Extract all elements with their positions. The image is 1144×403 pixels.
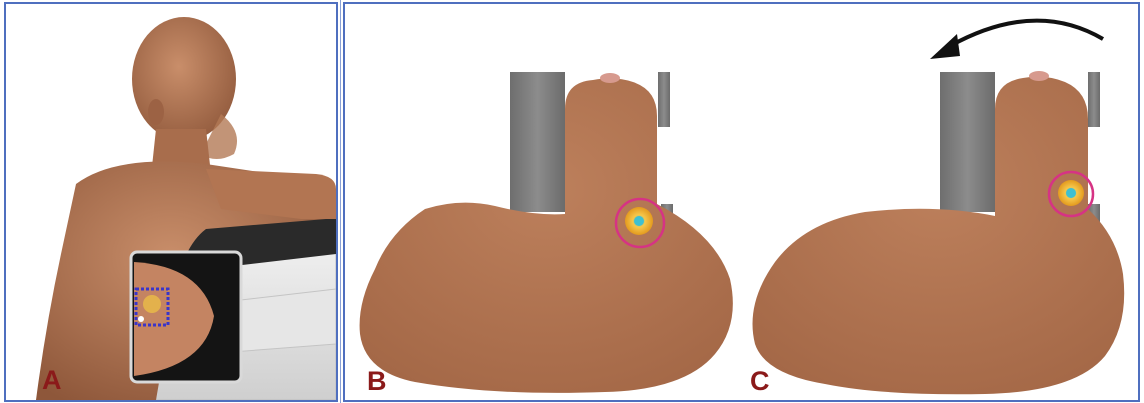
panel-label-c: C: [750, 368, 770, 395]
panel-bc: B C: [343, 2, 1140, 402]
compression-inset: [131, 252, 241, 382]
nipple-b: [600, 73, 620, 83]
nipple-c: [1029, 71, 1049, 81]
panel-bc-illustration: [345, 4, 1138, 400]
curved-arrow-icon: [930, 21, 1103, 59]
panel-b: [360, 72, 733, 393]
compression-plate-left: [510, 72, 565, 212]
panel-separator: [340, 0, 341, 403]
panel-label-b: B: [367, 368, 387, 395]
compression-plate-right-top-c: [1088, 72, 1100, 127]
compression-plate-left-c: [940, 72, 995, 212]
breast-compressed-c: [753, 77, 1125, 395]
panel-a-illustration: [6, 4, 336, 400]
panel-a: A: [4, 2, 338, 402]
lesion-marker: [143, 295, 161, 313]
panel-label-a: A: [42, 367, 62, 394]
panel-c: [753, 21, 1125, 395]
compression-plate-right-top: [658, 72, 670, 127]
